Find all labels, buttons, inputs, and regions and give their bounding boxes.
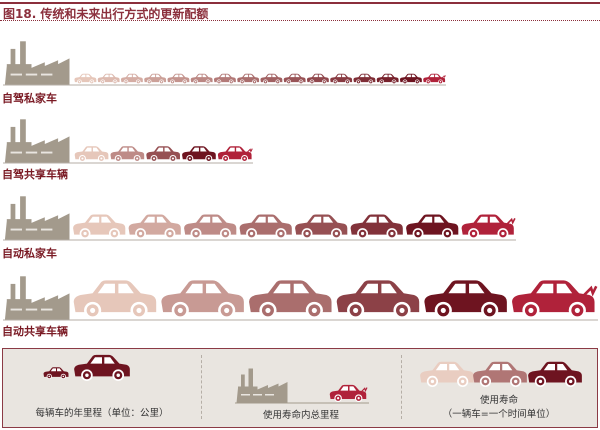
car-icon — [190, 73, 213, 84]
row-label-shared-autonomous: 自动共享车辆 — [2, 325, 68, 338]
fleet-diagram — [3, 41, 598, 321]
factory-icon — [3, 41, 72, 86]
car-icon — [120, 73, 143, 84]
car-icon — [295, 214, 348, 239]
car-icon — [184, 214, 237, 239]
broken-car-icon — [461, 214, 516, 239]
car-icon — [260, 73, 283, 84]
factory-icon — [3, 119, 72, 164]
car-icon — [73, 280, 157, 319]
car-icon — [528, 361, 582, 387]
car-icon — [330, 73, 353, 84]
legend-annual-mileage: 每辆车的年里程（单位：公里） — [35, 408, 169, 419]
factory-icon — [3, 196, 72, 241]
broken-car-icon — [512, 280, 598, 319]
figure-title: 图18. 传统和未来出行方式的更新配额 — [3, 7, 209, 21]
legend-divider — [401, 355, 402, 419]
car-icon — [97, 73, 120, 84]
car-icon — [424, 280, 507, 319]
factory-icon — [235, 368, 289, 404]
car-icon — [128, 214, 181, 239]
car-icon — [239, 214, 292, 239]
car-icon — [249, 280, 332, 319]
car-icon — [420, 361, 474, 387]
car-icon — [350, 214, 403, 239]
car-icon — [376, 73, 399, 84]
legend-lifespan: 使用寿命 — [479, 395, 518, 406]
factory-icon — [3, 276, 72, 321]
car-icon — [353, 73, 376, 84]
row-label-shared-manual: 自驾共享车辆 — [2, 168, 68, 181]
car-icon — [161, 280, 244, 319]
car-icon — [306, 73, 329, 84]
broken-car-icon — [329, 384, 368, 402]
legend-icons — [43, 354, 582, 404]
row-label-private-manual: 自驾私家车 — [2, 92, 57, 105]
car-icon — [213, 73, 236, 84]
car-icon — [336, 280, 420, 319]
car-icon — [473, 361, 527, 387]
car-icon — [146, 146, 180, 162]
car-icon — [74, 73, 97, 84]
broken-car-icon — [423, 73, 446, 84]
car-icon — [399, 73, 422, 84]
legend-lifespan-note: （一辆车=一个时间单位） — [442, 409, 556, 420]
title-divider — [0, 20, 600, 21]
legend-divider — [201, 355, 202, 419]
row-label-private-autonomous: 自动私家车 — [2, 247, 57, 260]
car-icon — [182, 146, 216, 162]
car-icon — [283, 73, 306, 84]
legend-lifetime-mileage: 使用寿命内总里程 — [262, 410, 339, 421]
title-rule — [0, 2, 600, 4]
car-icon — [110, 146, 145, 162]
car-icon — [406, 214, 459, 239]
car-icon — [73, 214, 126, 239]
car-icon — [74, 146, 109, 162]
car-icon — [167, 73, 190, 84]
car-icon — [74, 354, 130, 381]
legend-box: 每辆车的年里程（单位：公里） 使用寿命内总里程 使用寿命 （一辆车=一个时间单位… — [2, 348, 598, 428]
car-icon — [43, 367, 69, 379]
car-icon — [144, 73, 167, 84]
broken-car-icon — [217, 146, 253, 162]
car-icon — [237, 73, 260, 84]
